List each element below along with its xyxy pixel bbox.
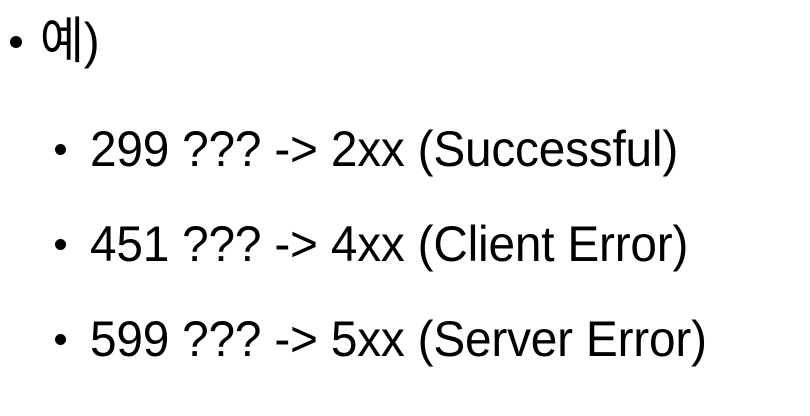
bullet-item-example-3: 599 ??? -> 5xx (Server Error)	[55, 312, 736, 366]
bullet-dot-icon	[10, 36, 22, 48]
bullet-dot-icon	[55, 144, 66, 155]
bullet-item-example-2: 451 ??? -> 4xx (Client Error)	[55, 217, 716, 271]
bullet-dot-icon	[55, 239, 66, 250]
bullet-item-example-1: 299 ??? -> 2xx (Successful)	[55, 122, 706, 176]
bullet-item-example-heading: 예)	[10, 14, 102, 68]
bullet-label-example-1: 299 ??? -> 2xx (Successful)	[90, 121, 679, 177]
bullet-label-example-heading: 예)	[40, 13, 100, 69]
bullet-label-example-2: 451 ??? -> 4xx (Client Error)	[90, 216, 689, 272]
bullet-label-example-3: 599 ??? -> 5xx (Server Error)	[90, 311, 707, 367]
bullet-dot-icon	[55, 334, 66, 345]
